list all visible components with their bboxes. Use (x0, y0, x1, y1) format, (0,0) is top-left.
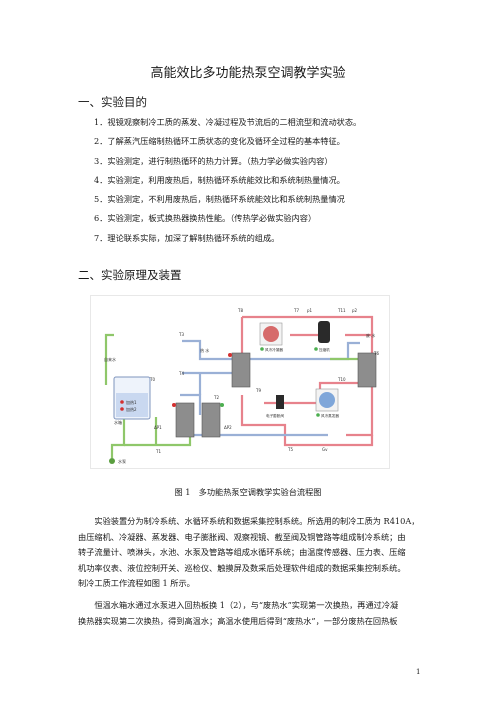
status-dot (314, 347, 318, 351)
status-dot (316, 413, 320, 417)
label-dp1: ΔP1 (154, 425, 162, 430)
label-air-evaporator: 风冷蒸发器 (321, 413, 339, 418)
label-t3: T3 (178, 332, 184, 337)
label-air-condenser: 风冷冷凝器 (265, 347, 283, 352)
paragraph-line: 转子流量计、喷淋头，水池、水泵及管路等组成水循环系统；由温度传感器、压力表、压缩 (78, 547, 406, 558)
label-waste-water: 废 水 (366, 332, 375, 338)
label-t4: T4 (178, 371, 184, 376)
paragraph-line: 实验装置分为制冷系统、水循环系统和数据采集控制系统。所选用的制冷工质为 R410… (78, 516, 420, 526)
label-dp2: ΔP2 (224, 425, 232, 430)
plate-heat-exchanger-1 (175, 402, 195, 438)
heater1-dot (120, 400, 124, 404)
label-t8: T8 (237, 308, 243, 313)
label-t5: T5 (287, 447, 293, 452)
legend-heater1: 加热1 (126, 399, 137, 405)
heater2-dot (120, 407, 124, 411)
valve-icon (172, 403, 176, 407)
paragraph-line: 换热器实现第二次换热，得到高温水；高温水使用后得到“废热水”，一部分废热在回热板 (78, 615, 398, 626)
valve-icon (228, 353, 232, 357)
section-heading-principle: 二、实验原理及装置 (78, 268, 182, 282)
label-gv: Gv (322, 447, 328, 452)
valve-icon (220, 403, 224, 407)
label-t10: T10 (337, 377, 346, 382)
objective-item: 1．视镜观察制冷工质的蒸发、冷凝过程及节流后的二相流型和流动状态。 (94, 117, 362, 127)
fan-blade-icon (263, 326, 279, 342)
objective-item: 4．实验测定，利用废热后，制热循环系统能效比和系统制热量情况。 (94, 175, 345, 185)
objective-item: 2．了解蒸汽压缩制热循环工质状态的变化及循环全过程的基本特征。 (94, 136, 345, 146)
expansion-valve-icon (276, 395, 284, 409)
label-t1: T1 (155, 449, 161, 454)
label-compressor: 压缩机 (319, 347, 330, 352)
legend-heater2: 加热2 (126, 406, 137, 412)
label-tap-water: 自来水 (104, 356, 116, 362)
paragraph-line: 机功率仪表、液位控制开关、巡检仪、触摸屏及数采后处理软件组成的数据采集控制系统。 (78, 562, 406, 573)
evaporator (357, 352, 377, 388)
paragraph-line: 制冷工质工作流程如图 1 所示。 (78, 578, 195, 589)
page-title: 高能效比多功能热泵空调教学实验 (150, 66, 346, 81)
label-hot-water: 热 水 (200, 347, 209, 353)
objective-item: 6．实验测定，板式换热器换热性能。（传热学必做实验内容） (94, 213, 317, 223)
objective-item: 5．实验测定，不利用废热后，制热循环系统能效比和系统制热量情况 (94, 194, 345, 204)
objective-item: 7．理论联系实际，加深了解制热循环系统的组成。 (94, 233, 280, 243)
paragraph-line: 恒温水箱水通过水泵进入回热板换 1（2），与“废热水”实现第一次换热，再通过冷凝 (78, 600, 399, 610)
label-p1: p1 (307, 308, 313, 313)
fan-blade-icon (319, 392, 335, 408)
paragraph-system: 实验装置分为制冷系统、水循环系统和数据采集控制系统。所选用的制冷工质为 R410… (78, 514, 423, 592)
label-t2: T2 (213, 395, 219, 400)
label-tank: 水箱 (114, 419, 122, 425)
condenser (231, 352, 251, 388)
label-t11: T11 (337, 308, 346, 313)
compressor-icon (318, 321, 330, 343)
paragraph-line: 由压缩机、冷凝器、蒸发器、电子膨胀阀、观察视镜、截至阀及铜管路等组成制冷系统；由 (78, 531, 406, 542)
label-t6: T6 (373, 351, 379, 356)
plate-heat-exchanger-2 (201, 402, 221, 438)
status-dot (260, 347, 264, 351)
water-level (116, 393, 148, 417)
objective-item: 3．实验测定，进行制热循环的热力计算。（热力学必做实验内容） (94, 156, 333, 166)
paragraph-water-flow: 恒温水箱水通过水泵进入回热板换 1（2），与“废热水”实现第一次换热，再通过冷凝… (78, 598, 423, 629)
section-heading-objectives: 一、实验目的 (78, 95, 147, 109)
waste-water-pipes (104, 333, 358, 458)
label-expansion-valve: 电子膨胀阀 (266, 413, 284, 418)
label-p2: p2 (352, 308, 358, 313)
label-pump: 水泵 (118, 458, 126, 464)
flow-diagram: 加热1 加热2 T0 水箱 自来水 水泵 ΔP1 ΔP2 T2 T1 T3 T4… (90, 295, 390, 469)
page-number: 1 (416, 668, 421, 676)
pump-icon (109, 458, 115, 464)
label-t7: T7 (293, 308, 299, 313)
label-t0: T0 (149, 377, 155, 382)
figure-caption: 图 1 多功能热泵空调教学实验台流程图 (174, 487, 322, 497)
label-t9: T9 (255, 388, 261, 393)
